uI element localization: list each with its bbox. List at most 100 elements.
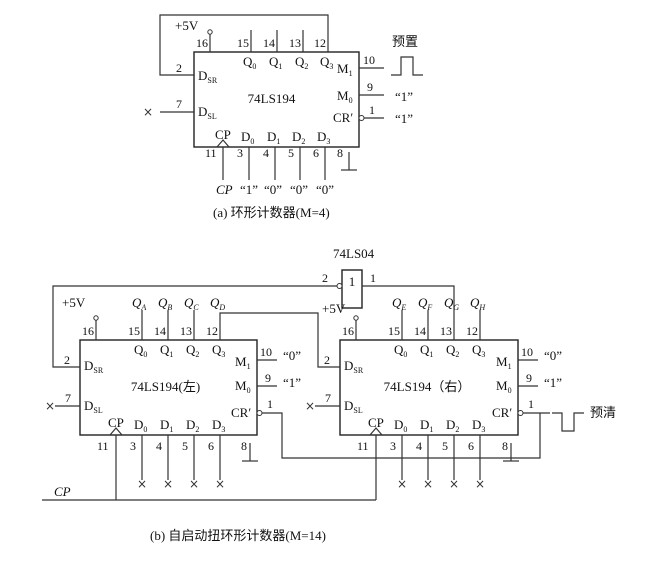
clear-label: 预清 [590, 405, 616, 420]
right-cr-label: CR′ [492, 405, 512, 420]
unconnected-mark: × [143, 105, 153, 119]
inverter-symbol: 1 [349, 274, 356, 289]
pin-number: 2 [64, 353, 70, 367]
left-output-name-qd: QD [210, 295, 225, 312]
right-cp-pin-label: CP [368, 415, 384, 430]
pin-number: 11 [205, 146, 217, 160]
pin-number: 7 [325, 391, 331, 405]
pin-number: 16 [342, 324, 354, 338]
cr-input-value: “1” [395, 111, 413, 126]
left-data-label-d3: D3 [212, 417, 225, 434]
pin-number: 10 [363, 53, 375, 67]
pin-number: 4 [156, 439, 162, 453]
unconnected-mark: × [449, 477, 459, 491]
unconnected-mark: × [45, 399, 55, 413]
pin-number: 8 [241, 439, 247, 453]
pin-number: 1 [267, 397, 273, 411]
right-m1-input-value: “0” [544, 348, 562, 363]
pin-number: 3 [390, 439, 396, 453]
pin-number: 7 [65, 391, 71, 405]
pin-number: 6 [468, 439, 474, 453]
left-data-label-d0: D0 [134, 417, 147, 434]
dsl-label: DSL [198, 104, 217, 121]
unconnected-mark: × [475, 477, 485, 491]
left-output-q1: Q1 [160, 342, 173, 359]
pin-number: 9 [265, 371, 271, 385]
right-output-name-qh: QH [470, 295, 486, 312]
clear-pulse-icon [552, 412, 584, 432]
m0-input-value: “1” [395, 89, 413, 104]
data-label-d0: D0 [241, 129, 254, 146]
cr-label: CR′ [333, 110, 353, 125]
output-label-q3: Q3 [320, 54, 333, 71]
pin-number: 6 [313, 146, 319, 160]
clock-triangle-icon [216, 139, 230, 148]
left-output-name-qb: QB [158, 295, 172, 312]
right-output-q1: Q1 [420, 342, 433, 359]
clock-triangle-icon [369, 427, 383, 436]
right-m1-label: M1 [496, 354, 512, 371]
caption-b: (b) 自启动扭环形计数器(M=14) [150, 528, 326, 543]
data-input-value: “0” [316, 182, 334, 197]
right-vcc-label: +5V [322, 301, 346, 316]
right-m0-input-value: “1” [544, 375, 562, 390]
left-m0-input-value: “1” [283, 375, 301, 390]
left-output-name-qa: QA [132, 295, 146, 312]
left-cr-label: CR′ [231, 405, 251, 420]
unconnected-mark: × [163, 477, 173, 491]
left-data-label-d1: D1 [160, 417, 173, 434]
output-label-q2: Q2 [295, 54, 308, 71]
clock-triangle-icon [109, 427, 123, 436]
data-label-d1: D1 [267, 129, 280, 146]
pin-number: 8 [337, 146, 343, 160]
left-m0-label: M0 [235, 378, 251, 395]
caption-a: (a) 环形计数器(M=4) [213, 205, 330, 220]
q2-to-inverter-wire [362, 285, 455, 340]
pin-number: 15 [128, 324, 140, 338]
pin-number: 14 [414, 324, 426, 338]
left-data-label-d2: D2 [186, 417, 199, 434]
pin-number: 15 [237, 36, 249, 50]
pin-number: 12 [466, 324, 478, 338]
inverter-74ls04 [341, 269, 363, 309]
preset-label: 预置 [392, 34, 418, 49]
right-output-q0: Q0 [394, 342, 407, 359]
left-vcc-label: +5V [62, 295, 86, 310]
unconnected-mark: × [215, 477, 225, 491]
clear-bus-wire [262, 412, 541, 459]
data-input-value: “0” [264, 182, 282, 197]
pin-number: 5 [442, 439, 448, 453]
left-output-name-qc: QC [184, 295, 199, 312]
right-dsl-label: DSL [344, 398, 363, 415]
left-m1-label: M1 [235, 354, 251, 371]
inverter-bubble [336, 283, 343, 289]
dsr-label: DSR [198, 68, 218, 85]
pin-number: 12 [314, 36, 326, 50]
unconnected-mark: × [137, 477, 147, 491]
pin-number: 15 [388, 324, 400, 338]
right-output-name-qe: QE [392, 295, 406, 312]
pin-number: 13 [289, 36, 301, 50]
right-data-label-d1: D1 [420, 417, 433, 434]
pin-number: 13 [440, 324, 452, 338]
left-output-q0: Q0 [134, 342, 147, 359]
pin-number: 11 [357, 439, 369, 453]
pin-number: 2 [322, 271, 328, 285]
pin-number: 1 [369, 103, 375, 117]
data-label-d2: D2 [292, 129, 305, 146]
pin-number: 4 [416, 439, 422, 453]
left-output-q2: Q2 [186, 342, 199, 359]
data-input-value: “0” [290, 182, 308, 197]
qd-to-right-dsr-wire [219, 312, 340, 368]
unconnected-mark: × [423, 477, 433, 491]
pin-number: 14 [154, 324, 166, 338]
right-m0-label: M0 [496, 378, 512, 395]
unconnected-mark: × [189, 477, 199, 491]
pin-number: 10 [260, 345, 272, 359]
data-label-d3: D3 [317, 129, 330, 146]
right-output-q2: Q2 [446, 342, 459, 359]
pin-number: 12 [206, 324, 218, 338]
pin-number: 1 [370, 271, 376, 285]
pin-number: 3 [237, 146, 243, 160]
right-data-label-d0: D0 [394, 417, 407, 434]
